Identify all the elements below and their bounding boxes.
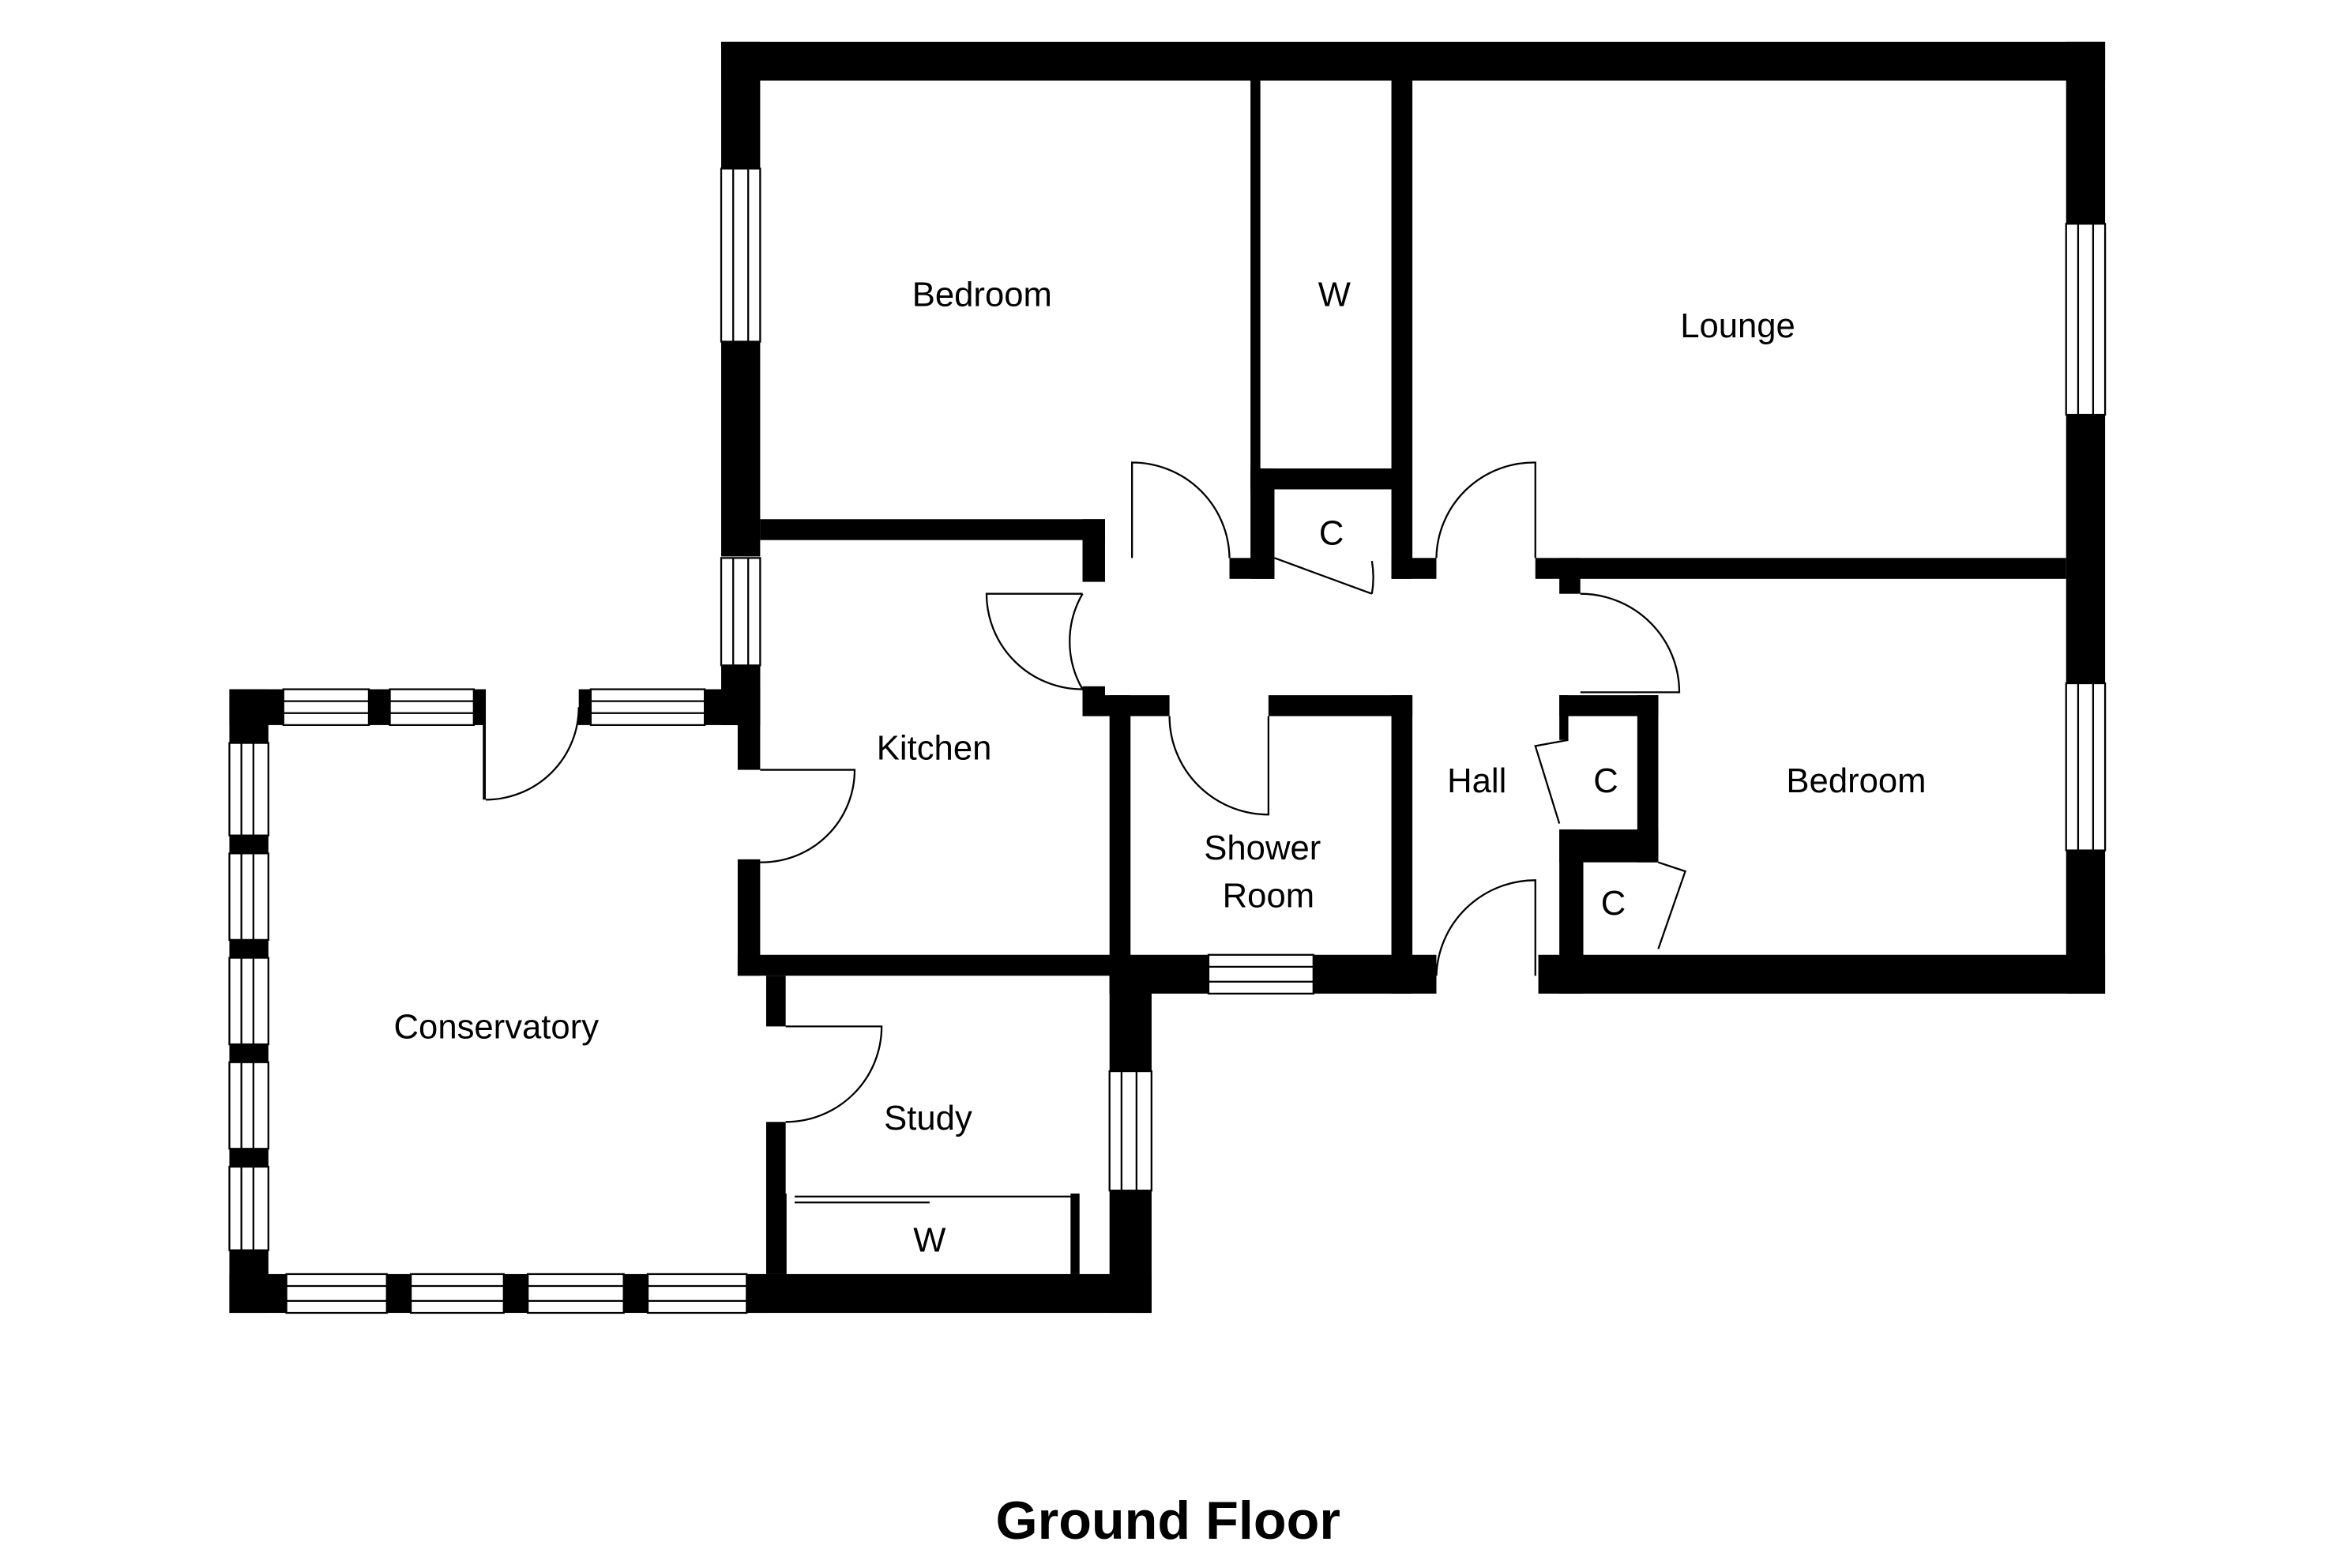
door-cupboard-upper: [1534, 739, 1569, 824]
wall-study-left-lower: [765, 1122, 786, 1274]
wall-study-left-upper: [765, 976, 786, 1027]
door-study: [785, 1025, 883, 1123]
label-cupboard-upper: C: [1593, 762, 1618, 800]
door-kitchen-hall: [1069, 593, 1084, 690]
wall-lounge-hall: [1391, 558, 1437, 579]
wall-top: [721, 41, 2106, 81]
wall-cons-bottom-p1: [386, 1273, 412, 1314]
door-bedroom-top: [1131, 461, 1231, 558]
wall-bedroom-hall-stub: [1082, 519, 1105, 582]
wall-shower-top: [1268, 695, 1413, 716]
wall-cons-left-p4: [229, 1149, 269, 1167]
wall-cons-left-p1: [229, 835, 269, 854]
wall-cupboard-right: [1391, 80, 1413, 579]
window-kitchen-left: [720, 557, 761, 667]
label-conservatory: Conservatory: [394, 1009, 600, 1047]
walls: [229, 41, 2106, 1314]
wall-cons-left-p3: [229, 1044, 269, 1062]
window-cons-top-2: [389, 688, 475, 727]
label-lounge: Lounge: [1680, 307, 1795, 345]
wall-kitchen-bottom: [737, 954, 1131, 976]
door-shower: [1168, 716, 1270, 816]
label-cupboard-top: C: [1319, 515, 1344, 553]
floor-title: Ground Floor: [995, 1491, 1340, 1551]
wall-bedroom-hall-right: [1229, 558, 1275, 579]
window-cons-left-1: [228, 742, 269, 837]
room-labels: Bedroom W C Lounge Kitchen Shower Room H…: [394, 276, 1927, 1259]
label-wardrobe-study: W: [913, 1222, 945, 1260]
window-cons-bottom-4: [646, 1273, 748, 1314]
door-cupboard-top: [1274, 557, 1373, 595]
window-cons-top-3: [589, 688, 706, 727]
label-hall: Hall: [1447, 762, 1506, 800]
label-shower-room-1: Shower: [1204, 829, 1321, 867]
label-shower-room-2: Room: [1223, 878, 1314, 916]
label-bedroom-top: Bedroom: [912, 276, 1052, 314]
wall-cons-bottom-p3: [623, 1273, 648, 1314]
wall-cons-left-p2: [229, 939, 269, 958]
door-conservatory-external: [486, 707, 580, 801]
label-kitchen: Kitchen: [877, 730, 992, 768]
wall-shower-right: [1391, 695, 1413, 994]
wall-bedroom-kitchen: [760, 519, 1105, 540]
wall-kitchen-right: [1109, 695, 1131, 994]
wall-cons-top-p3: [578, 689, 591, 725]
wall-lounge-bottom: [1535, 558, 2066, 579]
label-cupboard-lower: C: [1601, 885, 1626, 923]
window-cons-top-1: [282, 688, 370, 727]
window-cons-left-4: [228, 1061, 269, 1150]
wall-hall-cupboard-left-upper: [1559, 695, 1569, 740]
wall-lounge-bottom-stub: [1559, 558, 1581, 594]
door-kitchen-conservatory: [760, 769, 856, 863]
windows: [228, 167, 2107, 1314]
label-study: Study: [884, 1100, 972, 1137]
wall-cons-top-stub: [483, 689, 487, 800]
window-bedroom-right: [2065, 682, 2107, 852]
wall-cons-top-p1: [368, 689, 390, 725]
label-bedroom-right: Bedroom: [1786, 762, 1926, 800]
wall-study-bottom: [750, 1273, 1152, 1314]
wall-cons-bottom-p2: [503, 1273, 528, 1314]
window-lounge-right: [2065, 223, 2107, 416]
window-cons-bottom-3: [527, 1273, 625, 1314]
wall-hall-cupboard-left-lower: [1559, 829, 1584, 994]
window-shower: [1207, 953, 1314, 995]
wall-bottom-right: [1538, 954, 2106, 994]
wall-wardrobe-bottom: [1250, 468, 1407, 490]
door-lounge: [1435, 461, 1536, 558]
door-bedroom-right: [1580, 592, 1681, 694]
window-cons-left-5: [228, 1165, 269, 1251]
label-wardrobe-top: W: [1318, 276, 1351, 314]
wall-cons-left-top: [229, 689, 269, 743]
window-bedroom-left: [720, 167, 761, 343]
window-cons-bottom-1: [285, 1273, 388, 1314]
door-cupboard-lower: [1657, 861, 1687, 949]
window-cons-left-2: [228, 852, 269, 941]
doors: [486, 80, 1687, 1274]
wall-study-wardrobe-right: [1070, 1193, 1080, 1274]
window-cons-bottom-2: [409, 1273, 505, 1314]
wall-cons-bottom-left: [229, 1273, 287, 1314]
window-cons-left-3: [228, 957, 269, 1046]
door-entrance: [1435, 879, 1536, 976]
wall-cons-top-right: [705, 689, 761, 725]
window-study: [1108, 1070, 1152, 1192]
wall-cons-bottom-right: [746, 1273, 768, 1314]
